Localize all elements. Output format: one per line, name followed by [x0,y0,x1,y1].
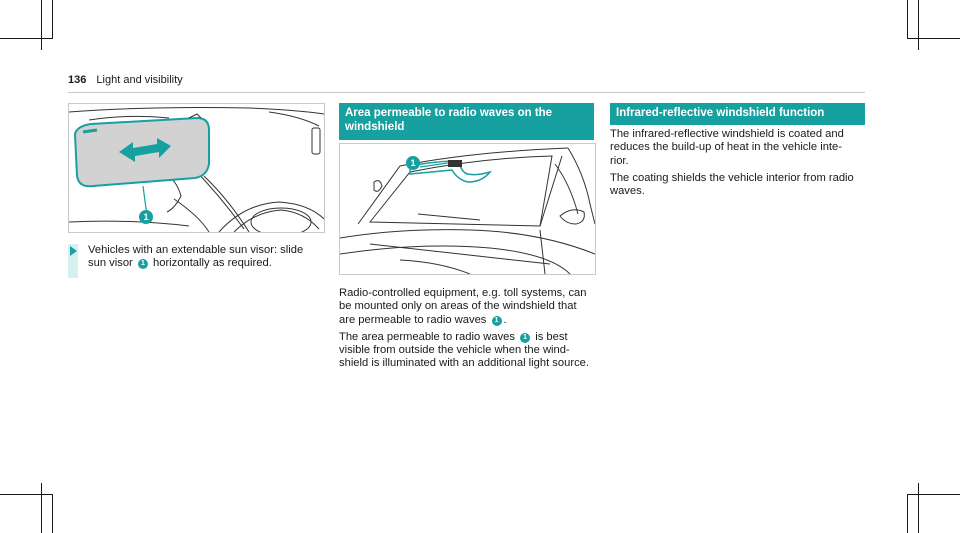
callout-badge: 1 [137,259,148,270]
windshield-figure: 1 [339,143,596,275]
section-title: Light and visibility [96,74,183,86]
paragraph: The coating shields the vehicle interior… [610,171,854,198]
instruction-arrow-icon [70,246,77,256]
instruction-text: Vehicles with an extendable sun visor: s… [88,244,323,271]
header-rule [68,92,865,93]
page-number: 136 [68,74,87,86]
paragraph-text: Radio-controlled equipment, e.g. toll sy… [339,287,587,326]
radio-waves-text: Radio-controlled equipment, e.g. toll sy… [339,287,594,375]
callout-badge: 1 [139,210,153,224]
sun-visor-figure: 1 [68,103,325,233]
heading-text: Area permeable to radio waves on the win… [345,107,553,133]
instruction-line: Vehicles with an extendable sun visor: s… [88,244,304,256]
callout-badge: 1 [491,315,502,326]
windshield-module [448,160,462,167]
paragraph-text: is best visible from outside the vehicle… [339,330,589,370]
paragraph-text: . [503,313,507,326]
callout-badge: 1 [520,332,531,343]
section-heading-radio: Area permeable to radio waves on the win… [339,103,594,140]
paragraph-text: The area permeable to radio waves [339,330,515,343]
double-arrow-icon [119,138,171,162]
heading-text: Infrared-reflective windshield function [616,107,825,119]
paragraph: The infrared-reflective windshield is co… [610,128,844,167]
instruction-line: horizontally as required. [153,257,272,270]
instruction-line: sun visor [88,257,133,270]
infrared-text: The infrared-reflective windshield is co… [610,128,860,202]
section-heading-infrared: Infrared-reflective windshield function [610,103,865,125]
paragraph: Radio-controlled equipment, e.g. toll sy… [339,287,594,327]
instruction-bar [68,244,78,278]
paragraph: The area permeable to radio waves 1 is b… [339,331,594,371]
callout-badge: 1 [406,156,420,170]
page-header: 136 Light and visibility [68,74,183,86]
